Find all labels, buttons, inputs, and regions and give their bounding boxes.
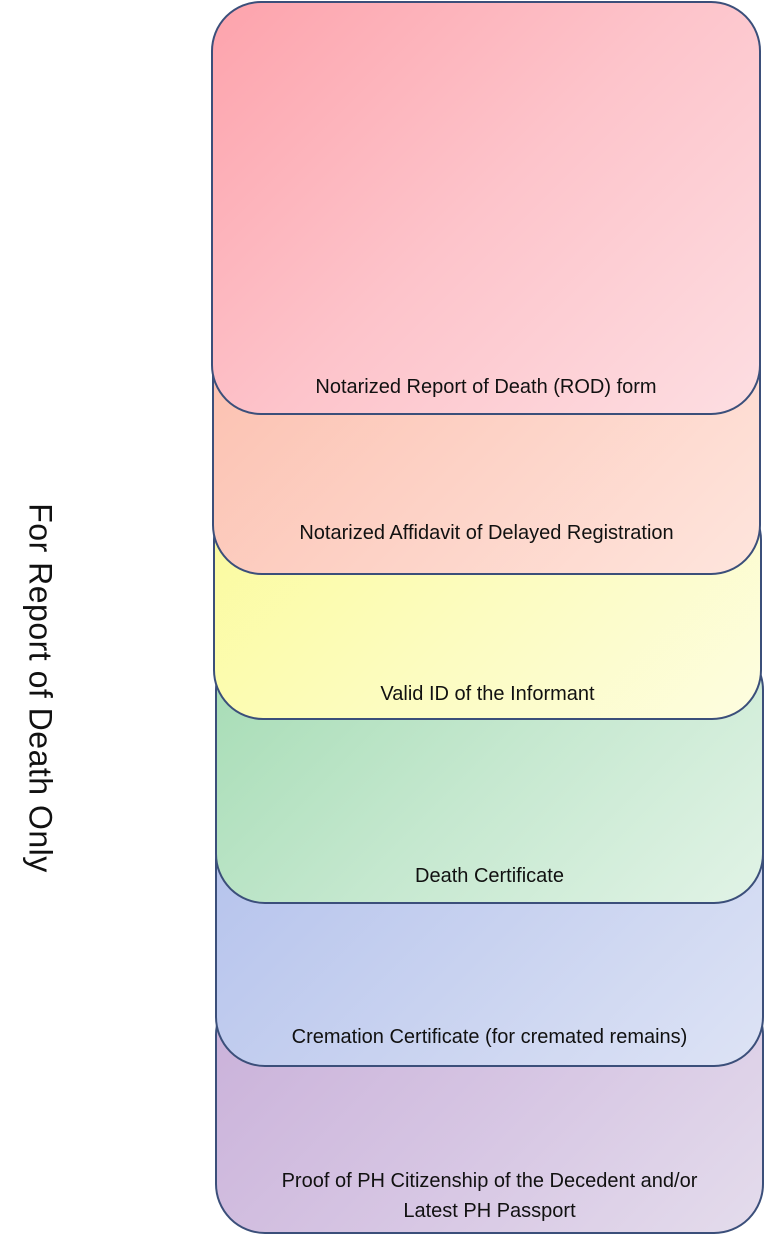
requirement-label-line: Notarized Affidavit of Delayed Registrat…	[299, 522, 674, 544]
requirement-label: Notarized Affidavit of Delayed Registrat…	[299, 518, 673, 548]
requirement-label-line: Death Certificate	[415, 865, 564, 887]
requirement-label-line: Notarized Report of Death (ROD) form	[315, 376, 657, 398]
requirement-label: Valid ID of the Informant	[380, 679, 594, 709]
requirement-label: Proof of PH Citizenship of the Decedent …	[282, 1166, 698, 1226]
requirement-label: Notarized Report of Death (ROD) form	[315, 372, 656, 402]
requirement-label-line: Proof of PH Citizenship of the Decedent …	[281, 1170, 698, 1192]
requirement-card-report-of-death-form: Notarized Report of Death (ROD) form	[211, 1, 761, 415]
requirement-label-line: Valid ID of the Informant	[380, 683, 595, 705]
side-label: For Report of Death Only	[22, 503, 59, 873]
requirement-label-line: Latest PH Passport	[403, 1200, 576, 1222]
requirement-label: Death Certificate	[415, 861, 564, 891]
requirement-label: Cremation Certificate (for cremated rema…	[292, 1022, 688, 1052]
requirement-label-line: Cremation Certificate (for cremated rema…	[291, 1026, 688, 1048]
